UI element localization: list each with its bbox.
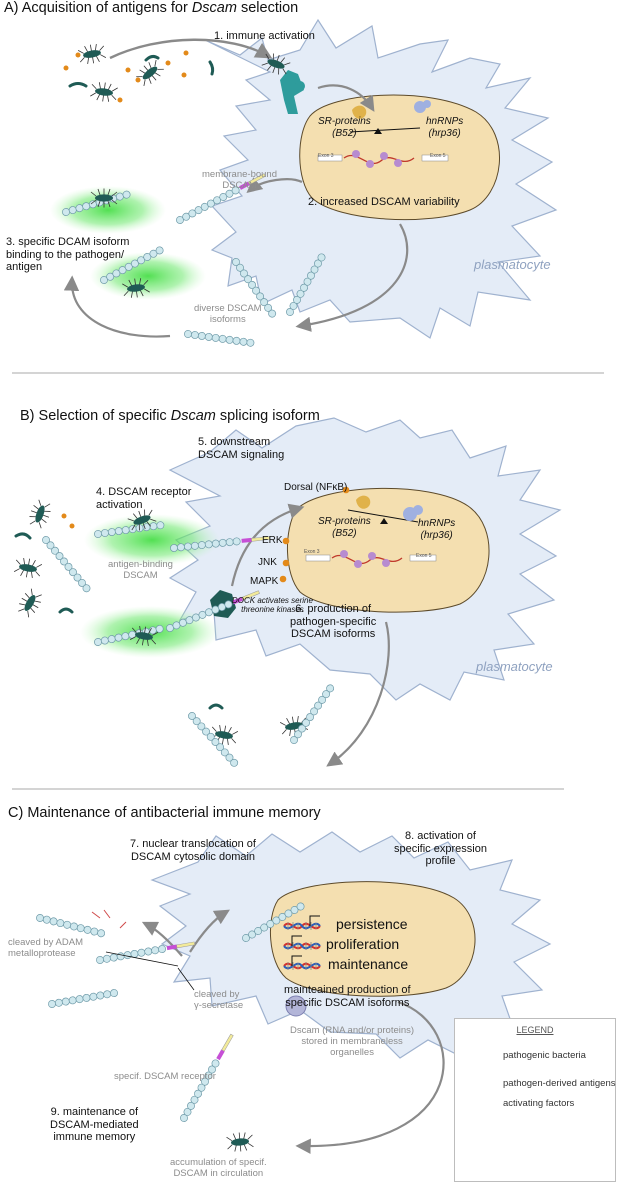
glow-b1 (84, 514, 220, 566)
hnrnp-shape-a (414, 100, 431, 113)
label-specif-receptor: specif. DSCAM receptor (114, 1071, 216, 1082)
label-mapk: MAPK (250, 576, 279, 587)
label-maintenance: maintenance (328, 956, 409, 972)
label-immune-activation: 1. immune activation (214, 30, 315, 42)
glow-a1 (50, 186, 166, 234)
label-proliferation: proliferation (326, 936, 400, 952)
label-plasmatocyte-a: plasmatocyte (474, 257, 551, 272)
glow-a2 (90, 252, 206, 300)
label-hnrnps-b: hnRNPs(hrp36) (418, 518, 456, 541)
panel-c-title: C) Maintenance of antibacterial immune m… (8, 805, 321, 821)
kinase-dots (279, 486, 350, 583)
label-plasmatocyte-b: plasmatocyte (476, 659, 553, 674)
cell-a (50, 18, 558, 348)
nucleus-a (299, 94, 500, 221)
activating-factors-a (63, 50, 189, 103)
nucleus-c (269, 881, 476, 997)
label-sr-proteins-b: SR-proteins(B52) (318, 516, 371, 539)
label-dorsal: Dorsal (NFκB) (284, 482, 348, 493)
antigens-a (68, 54, 215, 88)
antigens-b (14, 532, 224, 710)
label-jnk: JNK (258, 557, 277, 568)
label-persistence: persistence (336, 916, 408, 932)
label-erk: ERK (262, 535, 283, 546)
cell-c (35, 831, 552, 1154)
label-increased-variability: 2. increased DSCAM variability (308, 196, 460, 208)
label-exon3-b: Exon 3 (304, 549, 320, 555)
receptor-complex-a (280, 70, 305, 114)
label-hnrnps-a: hnRNPs(hrp36) (426, 116, 464, 139)
legend-box: LEGEND pathogenic bacteria pathogen-deri… (454, 1018, 616, 1182)
label-exon5-a: Exon 5 (430, 153, 446, 159)
sr-protein-shape-b (356, 495, 371, 509)
legend-item-antigens: pathogen-derived antigens (503, 1078, 616, 1089)
label-sr-proteins-a: SR-proteins(B52) (318, 116, 371, 139)
nucleus-b (287, 487, 490, 613)
label-exon3-a: Exon 3 (318, 153, 334, 159)
panel-b-title: B) Selection of specific Dscam splicing … (20, 408, 320, 424)
legend-item-activating-factors: activating factors (503, 1098, 575, 1109)
organelle (285, 995, 307, 1017)
label-accumulation: accumulation of specif.DSCAM in circulat… (170, 1157, 267, 1179)
panel-a-title: A) Acquisition of antigens for Dscam sel… (4, 0, 299, 16)
hnrnp-shape-b (403, 505, 423, 521)
cell-b (13, 417, 562, 769)
legend-title: LEGEND (516, 1025, 554, 1035)
label-stored-organelles: Dscam (RNA and/or proteins)stored in mem… (290, 1025, 415, 1058)
legend-item-bacteria: pathogenic bacteria (503, 1050, 586, 1061)
label-exon5-b: Exon 5 (416, 553, 432, 559)
